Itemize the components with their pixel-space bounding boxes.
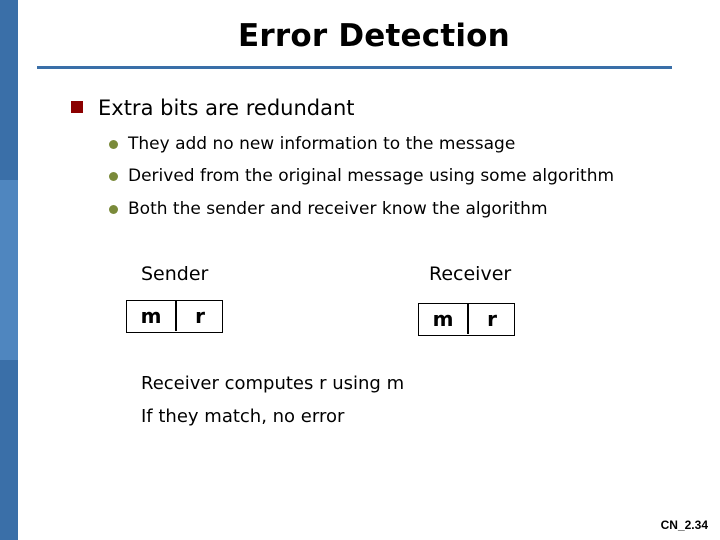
accent-segment-bottom <box>0 360 18 540</box>
receiver-frame: m r <box>418 303 515 336</box>
accent-segment-middle <box>0 180 18 360</box>
receiver-cell-divider <box>467 304 469 334</box>
dot-bullet-icon <box>109 205 118 214</box>
title-divider <box>37 66 672 69</box>
receiver-redundancy-cell: r <box>487 307 497 331</box>
sub-bullet-1: They add no new information to the messa… <box>128 134 516 154</box>
sender-message-cell: m <box>140 304 162 328</box>
slide-number: CN_2.34 <box>660 518 708 532</box>
receiver-label: Receiver <box>429 263 512 285</box>
sender-redundancy-cell: r <box>195 304 205 328</box>
sender-frame: m r <box>126 300 223 333</box>
note-match: If they match, no error <box>141 406 345 427</box>
receiver-message-cell: m <box>432 307 454 331</box>
left-accent-bar <box>0 0 18 540</box>
dot-bullet-icon <box>109 140 118 149</box>
dot-bullet-icon <box>109 172 118 181</box>
square-bullet-icon <box>71 101 83 113</box>
sub-bullet-3: Both the sender and receiver know the al… <box>128 199 548 219</box>
main-bullet-text: Extra bits are redundant <box>98 96 355 120</box>
sender-label: Sender <box>141 263 209 285</box>
sub-bullet-2: Derived from the original message using … <box>128 166 615 186</box>
accent-segment-top <box>0 0 18 180</box>
note-compute: Receiver computes r using m <box>141 373 405 394</box>
sender-cell-divider <box>175 301 177 331</box>
slide-title: Error Detection <box>238 18 510 54</box>
